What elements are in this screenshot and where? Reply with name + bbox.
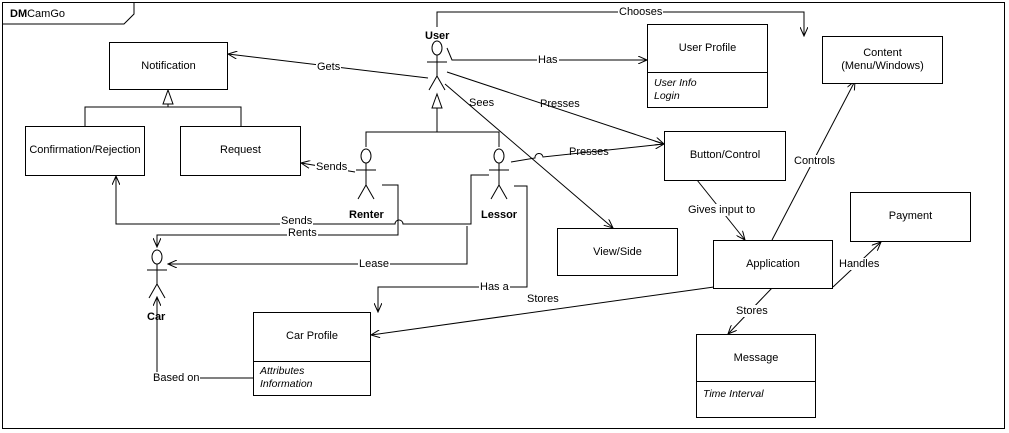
- class-car-profile-attr: Attributes: [260, 365, 305, 377]
- edge-notification-generalization: [84, 106, 242, 126]
- title-tab-shape: [2, 2, 135, 25]
- edge-user-generalization: [365, 131, 500, 147]
- class-payment: Payment: [850, 192, 971, 242]
- edge-label-stores-msg: Stores: [735, 305, 769, 317]
- generalization-triangle-user: [431, 92, 443, 109]
- actor-lessor: [489, 148, 509, 200]
- edge-sees: [444, 83, 613, 228]
- actor-user-label: User: [425, 30, 450, 42]
- edge-presses-user: [446, 71, 664, 144]
- class-notification: Notification: [109, 42, 228, 90]
- edge-label-sees: Sees: [469, 97, 495, 109]
- actor-lessor-label: Lessor: [481, 209, 518, 221]
- edge-label-sends-lessor: Sends: [280, 215, 314, 227]
- edge-stores-app: [371, 286, 715, 335]
- edge-label-chooses: Chooses: [618, 6, 664, 18]
- class-view-side-name: View/Side: [593, 246, 642, 258]
- class-content-subtitle: (Menu/Windows): [841, 60, 924, 72]
- edge-based-on: [157, 297, 253, 379]
- class-content-name: Content: [863, 47, 902, 59]
- class-user-profile-separator: [648, 72, 767, 73]
- generalization-triangle-notification: [162, 88, 174, 105]
- diagram-title-suffix: CamGo: [27, 8, 66, 20]
- edge-label-controls: Controls: [793, 155, 836, 167]
- actor-car: [147, 249, 167, 299]
- class-car-profile-name: Car Profile: [286, 330, 338, 342]
- class-confirmation-name: Confirmation/Rejection: [29, 144, 141, 156]
- class-request: Request: [180, 126, 301, 176]
- class-message-name: Message: [733, 352, 779, 364]
- actor-car-label: Car: [147, 311, 166, 323]
- class-user-profile-attr: Login: [654, 90, 680, 102]
- class-application-name: Application: [746, 258, 800, 270]
- class-user-profile-name: User Profile: [678, 42, 737, 54]
- edge-label-gets: Gets: [316, 61, 342, 73]
- edge-label-handles: Handles: [838, 258, 881, 270]
- edge-has-a: [378, 185, 528, 312]
- edge-label-presses-user: Presses: [540, 98, 580, 110]
- class-request-name: Request: [220, 144, 261, 156]
- edge-label-based-on: Based on: [152, 372, 201, 384]
- edge-label-has-a: Has a: [479, 281, 510, 293]
- class-view-side: View/Side: [557, 228, 678, 276]
- class-confirmation-rejection: Confirmation/Rejection: [25, 126, 145, 176]
- edge-lease: [168, 226, 468, 264]
- class-message-attr: Time Interval: [703, 388, 764, 400]
- class-button-control: Button/Control: [664, 131, 786, 181]
- edge-presses-lessor: [510, 144, 664, 163]
- edge-label-lease: Lease: [358, 258, 390, 270]
- class-message-separator: [697, 381, 815, 382]
- class-notification-name: Notification: [141, 60, 196, 72]
- class-message: Message Time Interval: [696, 334, 816, 418]
- actor-user: [427, 40, 447, 91]
- edge-label-has: Has: [537, 54, 559, 66]
- edge-label-gives-input: Gives input to: [687, 204, 757, 216]
- diagram-title: DMCamGo: [10, 8, 65, 20]
- edge-label-sends-renter: Sends: [315, 161, 349, 173]
- edge-label-presses-lessor: Presses: [569, 146, 609, 158]
- class-button-control-name: Button/Control: [689, 149, 761, 161]
- actor-renter: [356, 148, 376, 200]
- class-user-profile: User Profile User Info Login: [647, 24, 768, 108]
- diagram-title-tab: DMCamGo: [2, 2, 134, 24]
- class-user-profile-attr: User Info: [654, 77, 697, 89]
- class-car-profile-separator: [254, 361, 370, 362]
- class-payment-name: Payment: [888, 210, 933, 222]
- class-car-profile-attr: Information: [260, 378, 313, 390]
- actor-renter-label: Renter: [349, 209, 384, 221]
- edge-label-rents: Rents: [287, 227, 318, 239]
- edge-rents: [157, 184, 399, 247]
- class-car-profile: Car Profile Attributes Information: [253, 312, 371, 396]
- class-application: Application: [713, 240, 833, 289]
- class-content: Content (Menu/Windows): [822, 36, 943, 84]
- edge-label-stores-app: Stores: [527, 293, 559, 305]
- diagram-title-prefix: DM: [10, 8, 28, 20]
- edge-has: [446, 47, 647, 60]
- edge-sends-lessor: [116, 174, 489, 225]
